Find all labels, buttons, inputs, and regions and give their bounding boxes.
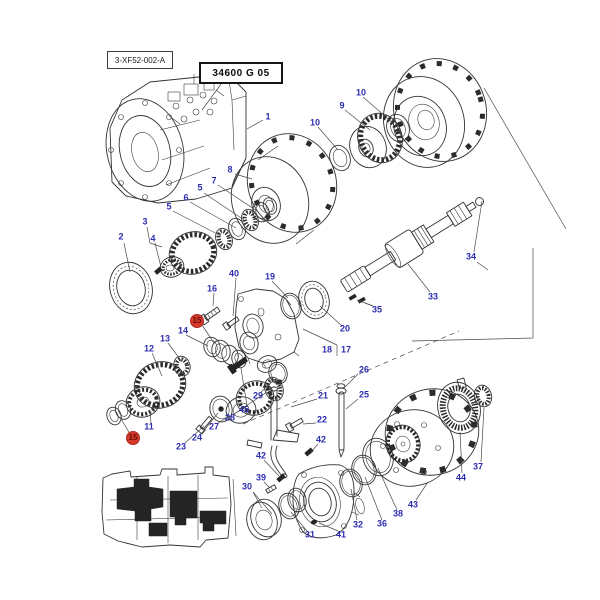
oring-29 [268,361,288,385]
callout-14: 14 [177,325,189,336]
pin-42b [276,473,286,483]
pin-42a [304,447,314,457]
callout-22: 22 [316,414,328,425]
bolt-45 [226,356,249,375]
callout-16: 16 [206,283,218,294]
screws-35 [348,293,366,304]
callout-3: 3 [142,216,148,227]
callout-4: 4 [150,233,156,244]
callout-21: 21 [317,390,329,401]
callout-8: 8 [227,164,233,175]
callout-41: 41 [335,529,347,540]
callout-6: 6 [183,192,189,203]
oring-19 [280,292,302,320]
callout-10: 10 [355,87,367,98]
callout-19: 19 [264,271,276,282]
callout-10: 10 [309,117,321,128]
bearing-ring-row-5-6-7 [215,197,278,251]
callout-43: 43 [407,499,419,510]
leader-lines [119,79,489,532]
highlight-badge-15[interactable]: 15 [126,431,140,445]
callout-5: 5 [197,182,203,193]
lever-21 [246,386,300,479]
section-locator-inset [101,466,237,548]
clutch-housing-drum-top-right [382,58,488,168]
pin-39 [265,484,277,494]
callout-45: 45 [238,404,250,415]
ball-34 [475,197,484,206]
bearing-20 [298,280,330,320]
friction-disc-44 [437,377,481,435]
seal-group-30 [246,487,307,541]
pin-25-26 [335,383,347,458]
oring-32 [339,468,363,498]
bolt-22 [285,417,304,433]
highlight-badge-15[interactable]: 15 [190,314,204,328]
callout-24: 24 [191,432,203,443]
callout-33: 33 [427,291,439,302]
callout-29: 29 [252,390,264,401]
callout-40: 40 [228,268,240,279]
callout-38: 38 [392,508,404,519]
flange-plate-41 [292,464,365,539]
callout-36: 36 [376,518,388,529]
callout-26: 26 [358,364,370,375]
callout-30: 30 [241,481,253,492]
callout-20: 20 [339,323,351,334]
clutch-drum-43 [369,388,480,487]
reference-lines [242,87,567,425]
callout-23: 23 [175,441,187,452]
callout-42: 42 [255,450,267,461]
callout-32: 32 [352,519,364,530]
bearing-37 [473,384,493,408]
callout-12: 12 [143,343,155,354]
callout-25: 25 [358,389,370,400]
drawing-ref-label: 3-XF52-002-A [107,51,173,69]
gear-27 [225,380,275,424]
callout-42: 42 [315,434,327,445]
callout-44: 44 [455,472,467,483]
callout-13: 13 [159,333,171,344]
shaft-33 [340,197,484,292]
bearing-2 [109,261,153,315]
callout-11: 11 [144,421,154,432]
callout-9: 9 [339,100,345,111]
screw-40 [222,316,240,331]
callout-7: 7 [211,175,217,186]
callout-28: 28 [224,412,236,423]
callout-39: 39 [255,472,267,483]
callout-27: 27 [208,421,220,432]
clutch-drum-8 [230,133,338,245]
callout-31: 31 [304,529,316,540]
assembly-code-label: 34600 G 05 [199,62,283,84]
callout-35: 35 [371,304,383,315]
callout-1: 1 [265,111,271,122]
transmission-housing-drawing [105,72,247,204]
ring-38 [362,437,394,477]
gear-cluster-3 [154,231,218,278]
pin-4 [154,266,163,275]
callout-2: 2 [118,231,124,242]
callout-37: 37 [472,461,484,472]
gear-9-assembly [329,112,410,172]
callout-18: 18 [321,344,333,355]
gear-cluster-11-12 [125,361,187,418]
callout-17: 17 [340,344,352,355]
carrier-plate-18 [234,288,300,385]
seal-stack-14 [203,336,247,369]
callout-34: 34 [465,251,477,262]
washer-24 [209,395,233,423]
callout-5: 5 [166,201,172,212]
